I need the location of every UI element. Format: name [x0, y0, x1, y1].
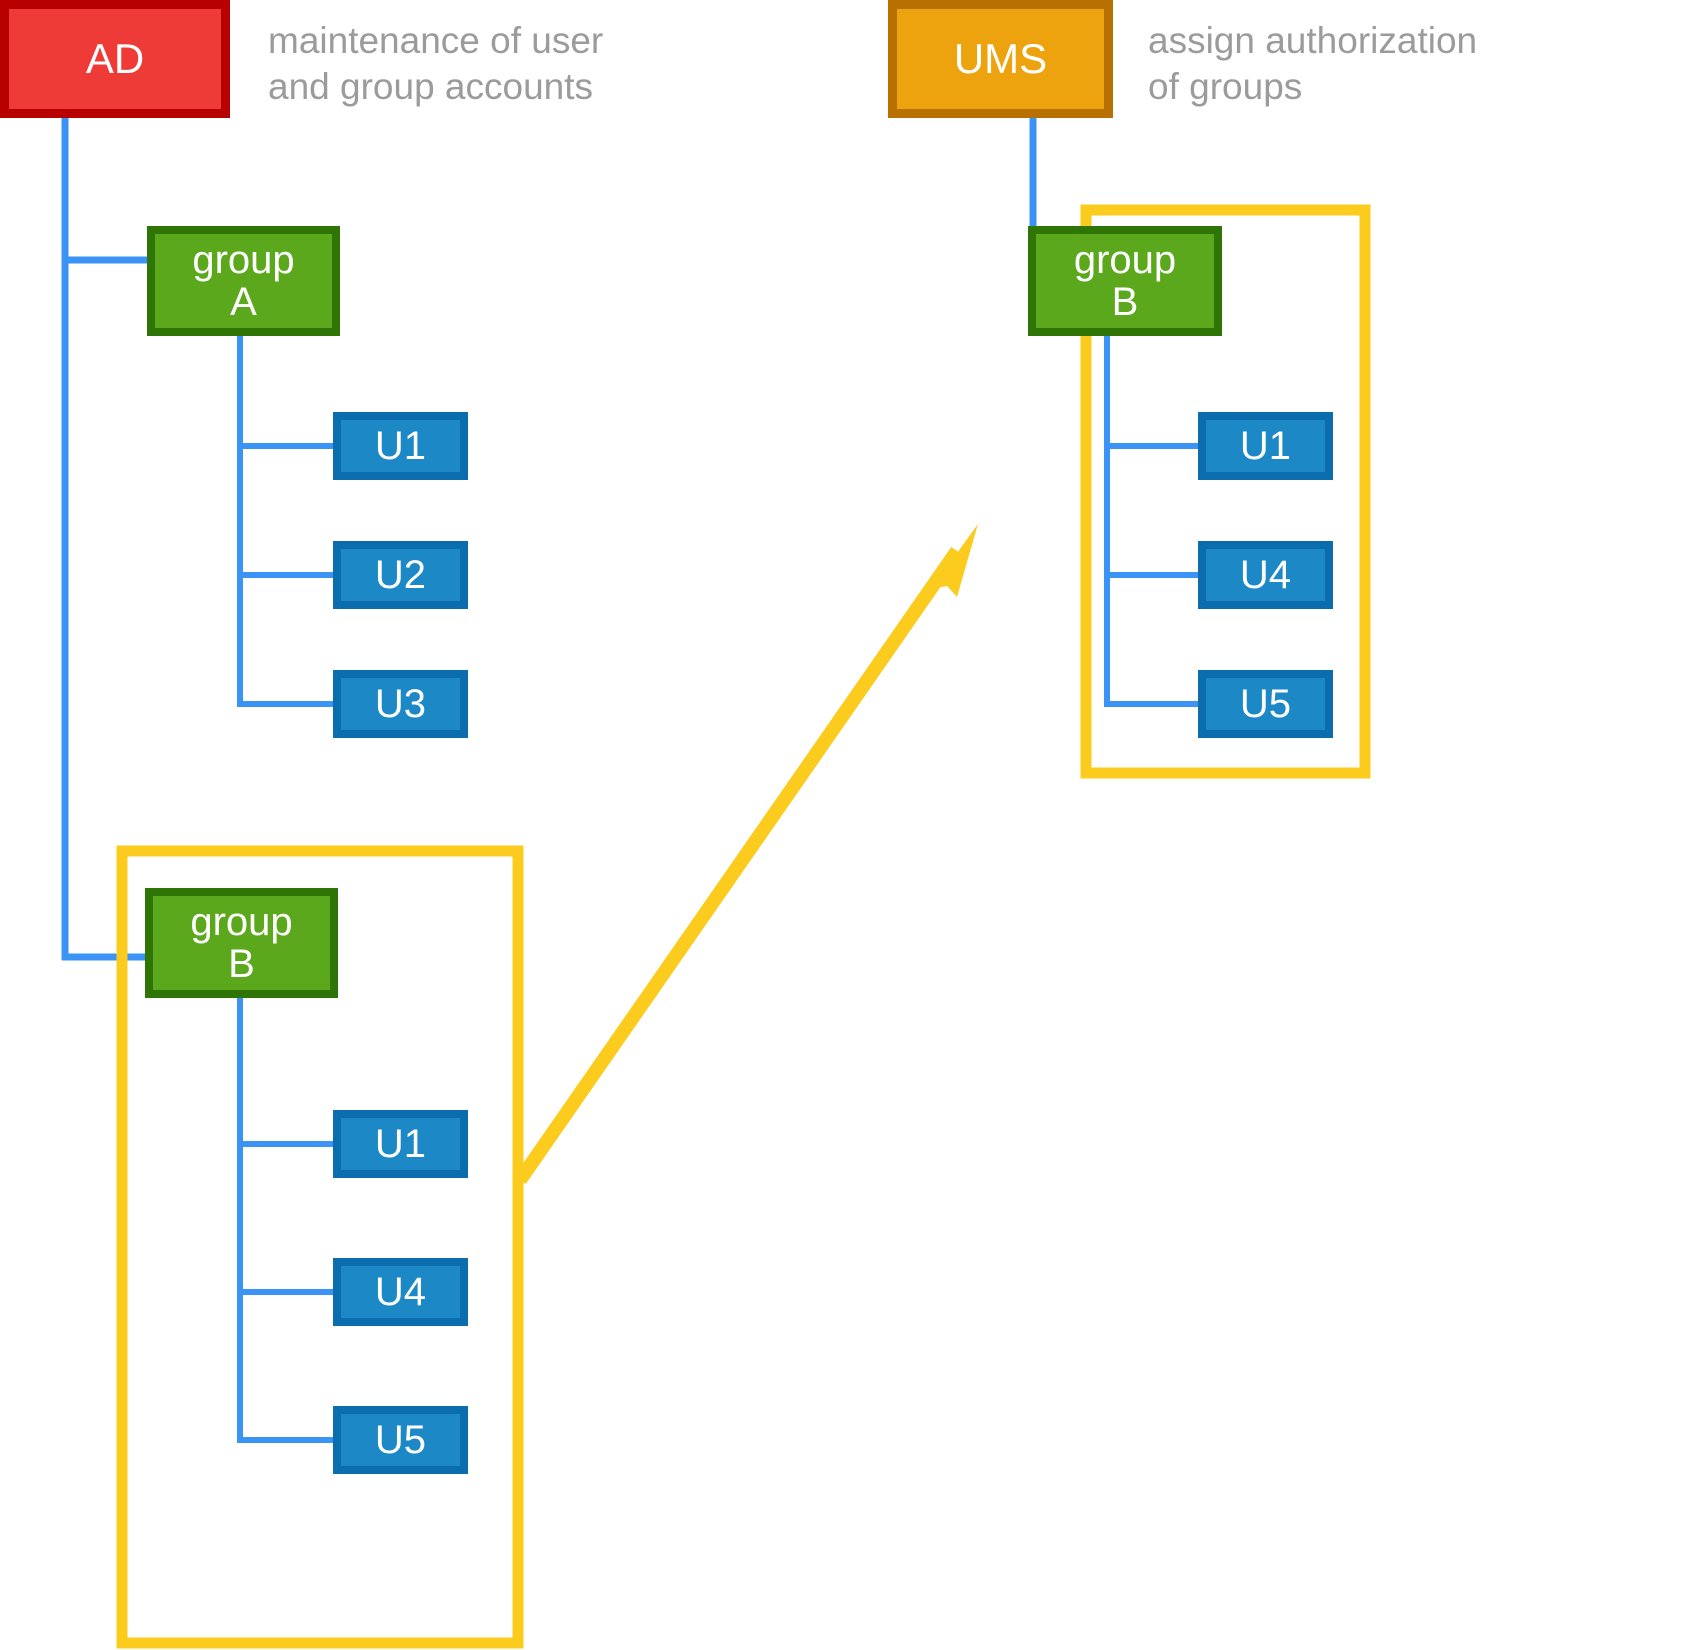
annotation-ad-note: maintenance of user and group accounts — [268, 20, 604, 107]
node-label: U1 — [1239, 423, 1292, 468]
annotation-ums-note: assign authorization of groups — [1148, 20, 1478, 107]
group-a-connectors — [237, 335, 336, 707]
node-group-b-ums-user-u5[interactable]: U5 — [1198, 670, 1333, 738]
node-group-b-ad-user-u5[interactable]: U5 — [333, 1406, 468, 1474]
node-label: U1 — [374, 423, 427, 468]
group-b-ums-highlight-box — [1080, 204, 1371, 779]
group-b-ums-connectors — [1104, 335, 1202, 707]
node-group-b-ums-label: group B — [1073, 237, 1177, 324]
node-label: U5 — [1239, 681, 1292, 726]
group-b-ad-highlight-box — [116, 845, 524, 1649]
node-group-a-user-u1[interactable]: U1 — [333, 412, 468, 480]
node-label: U4 — [374, 1269, 427, 1314]
node-ad-label: AD — [85, 34, 145, 82]
node-ums[interactable]: UMS — [888, 0, 1113, 118]
node-label: U3 — [374, 681, 427, 726]
node-group-b-ad-user-u1[interactable]: U1 — [333, 1110, 468, 1178]
node-group-a-user-u2[interactable]: U2 — [333, 541, 468, 609]
mapping-arrow-shaft — [514, 547, 963, 1184]
node-group-a-user-u3[interactable]: U3 — [333, 670, 468, 738]
node-group-b-ad-user-u4[interactable]: U4 — [333, 1258, 468, 1326]
ad-tree-connectors — [61, 118, 150, 961]
node-group-b-ad-label: group B — [190, 899, 293, 986]
node-label: U5 — [374, 1417, 427, 1462]
node-group-b-ums[interactable]: group B — [1028, 226, 1222, 336]
node-label: U2 — [374, 552, 427, 597]
mapping-arrow-head — [931, 524, 978, 597]
node-group-a-label: group A — [192, 237, 295, 324]
node-group-a[interactable]: group A — [147, 226, 340, 336]
group-b-ad-connectors — [237, 995, 336, 1443]
node-ums-label: UMS — [953, 34, 1048, 82]
node-group-b-ad[interactable]: group B — [145, 888, 338, 998]
group-b-mapping-arrow — [514, 524, 978, 1184]
node-ad[interactable]: AD — [0, 0, 230, 118]
node-label: U4 — [1239, 552, 1292, 597]
node-group-b-ums-user-u1[interactable]: U1 — [1198, 412, 1333, 480]
node-label: U1 — [374, 1121, 427, 1166]
node-group-b-ums-user-u4[interactable]: U4 — [1198, 541, 1333, 609]
